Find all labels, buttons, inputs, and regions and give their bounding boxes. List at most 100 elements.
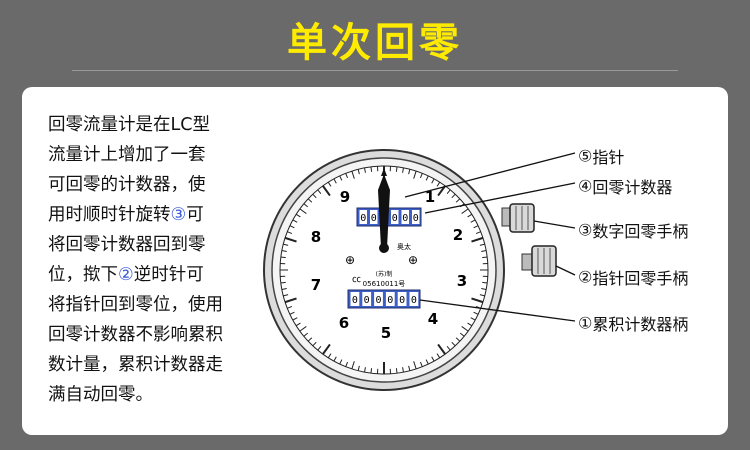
dial-tick <box>459 332 465 337</box>
dial-tick <box>299 326 307 332</box>
dial-tick <box>436 353 441 359</box>
dial-tick <box>299 208 307 214</box>
dial-tick <box>408 169 411 175</box>
dial-tick <box>479 243 485 246</box>
dial-tick <box>419 361 423 367</box>
dial-number-7: 7 <box>311 276 321 294</box>
description-line: 可回零的计数器，使 <box>48 175 206 195</box>
description-line: 回零流量计是在LC型 <box>48 115 210 135</box>
dial-tick <box>370 166 373 172</box>
serial-text: 05610011号 <box>363 280 406 288</box>
dial-tick <box>351 170 355 179</box>
dial-tick <box>402 367 404 373</box>
dial-tick <box>467 213 473 218</box>
dial-tick <box>289 225 295 229</box>
counter-digit: 0 <box>364 295 370 306</box>
callout-label: ④ <box>578 176 593 196</box>
callout-label: 指针回零手柄 <box>592 269 689 288</box>
dial-tick <box>482 281 488 284</box>
counter-digit: 0 <box>375 295 381 306</box>
callout-line-5 <box>404 152 576 198</box>
dial-tick <box>436 181 441 187</box>
dial-tick <box>473 225 479 229</box>
dial-tick <box>419 173 423 179</box>
dial-tick <box>467 322 473 327</box>
counter-digit: 0 <box>392 213 398 224</box>
dial-tick <box>345 173 349 179</box>
callout-label: 数字回零手柄 <box>592 222 689 241</box>
callout-reset-counter: ④回零计数器 <box>578 174 672 198</box>
description-line: 将指针回到零位，使用 <box>48 295 223 315</box>
gauge-needle <box>378 174 390 248</box>
callout-label: ② <box>578 267 593 287</box>
dial-tick <box>446 345 451 351</box>
dial-tick <box>473 311 479 315</box>
dial-tick <box>327 181 332 187</box>
dial-tick <box>333 356 337 362</box>
dial-tick <box>446 189 451 195</box>
dial-tick <box>339 359 343 365</box>
dial-tick <box>470 219 476 223</box>
needle-hub <box>379 243 389 253</box>
dial-tick <box>283 243 289 246</box>
dial-tick <box>408 365 411 371</box>
dial-tick <box>351 361 355 370</box>
cmc-mark-icon: ㏄ <box>352 275 361 285</box>
dial-number-8: 8 <box>311 228 321 246</box>
dial-tick <box>345 361 349 367</box>
callout-label: ⑤ <box>578 146 593 166</box>
callout-digital-reset-knob: ③数字回零手柄 <box>578 218 688 242</box>
dial-number-6: 6 <box>339 314 349 332</box>
dial-tick <box>312 193 317 199</box>
dial-tick <box>303 203 309 208</box>
dial-tick <box>395 368 398 374</box>
counter-digit: 0 <box>352 295 358 306</box>
callout-label: 回零计数器 <box>592 178 673 197</box>
dial-tick <box>425 359 429 365</box>
dial-tick <box>312 341 317 347</box>
dial-number-2: 2 <box>453 226 463 244</box>
callout-pointer-reset-knob: ②指针回零手柄 <box>578 265 688 289</box>
title-bar <box>0 0 750 78</box>
counter-digit-cell <box>350 292 360 306</box>
callout-label: ③ <box>578 220 593 240</box>
dial-tick <box>333 178 337 184</box>
description-line: 满自动回零。 <box>48 385 153 405</box>
dial-tick <box>322 185 331 197</box>
dial-tick <box>471 236 484 243</box>
dial-tick <box>322 343 331 355</box>
callout-cumulative-counter: ①累积计数器柄 <box>578 311 688 335</box>
cert-text: (苏)制 <box>376 270 393 278</box>
dial-tick <box>281 288 287 290</box>
dial-tick <box>357 365 360 371</box>
dial-tick <box>471 297 484 304</box>
dial-tick <box>370 368 373 374</box>
counter-digit: 0 <box>413 213 419 224</box>
dial-tick <box>287 231 293 235</box>
counter-digit-cell <box>409 292 419 306</box>
dial-number-4: 4 <box>428 310 438 328</box>
counter-digit-cell <box>370 210 378 224</box>
dial-tick <box>295 322 301 327</box>
dial-tick <box>280 256 286 259</box>
dial-tick <box>364 167 366 173</box>
callout-label: ① <box>578 313 593 333</box>
description-line: 流量计上增加了一套 <box>48 145 206 165</box>
callout-line-4 <box>424 182 576 214</box>
dial-tick <box>295 213 301 218</box>
description-line: 用时顺时针旋转③可 <box>48 205 204 225</box>
counter-digit: 0 <box>360 213 366 224</box>
description-line: 将回零计数器回到零 <box>48 235 206 255</box>
dial-tick <box>284 297 297 304</box>
callout-line-2 <box>555 265 576 276</box>
screw-right-icon: ⊕ <box>408 253 418 267</box>
counter-digit-cell <box>412 210 420 224</box>
dial-tick <box>455 198 461 203</box>
dial-number-5: 5 <box>381 324 391 342</box>
dial-tick <box>357 169 360 175</box>
dial-tick <box>317 345 322 351</box>
dial-tick <box>437 343 446 355</box>
dial-number-3: 3 <box>457 272 467 290</box>
